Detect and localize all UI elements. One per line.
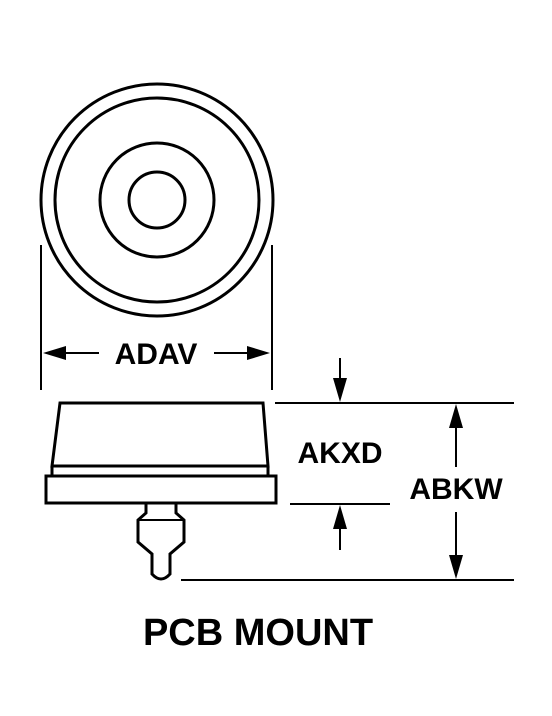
abkw-arrow-top: [449, 404, 463, 428]
outer-rim-circle: [39, 82, 275, 318]
akxd-label: AKXD: [297, 437, 382, 470]
akxd-arrow-top: [333, 378, 347, 402]
abkw-arrow-bottom: [449, 555, 463, 579]
akxd-arrow-bottom: [333, 505, 347, 529]
base-flange: [44, 474, 278, 505]
abkw-label: ABKW: [409, 473, 503, 506]
adav-dimension: ADAV: [40, 245, 273, 390]
figure-caption: PCB MOUNT: [143, 612, 373, 654]
terminal-circle: [127, 170, 187, 230]
adav-arrow-right: [247, 346, 270, 360]
adav-label: ADAV: [115, 338, 198, 371]
abkw-dimension: ABKW: [181, 404, 514, 581]
mounting-pin: [136, 503, 186, 581]
akxd-dimension: AKXD: [275, 358, 514, 550]
adav-arrow-left: [43, 346, 66, 360]
inner-rim-circle: [53, 96, 261, 304]
top-view: [39, 82, 275, 318]
side-view: [44, 401, 278, 581]
cap-body: [50, 401, 270, 468]
body-circle: [98, 141, 216, 259]
